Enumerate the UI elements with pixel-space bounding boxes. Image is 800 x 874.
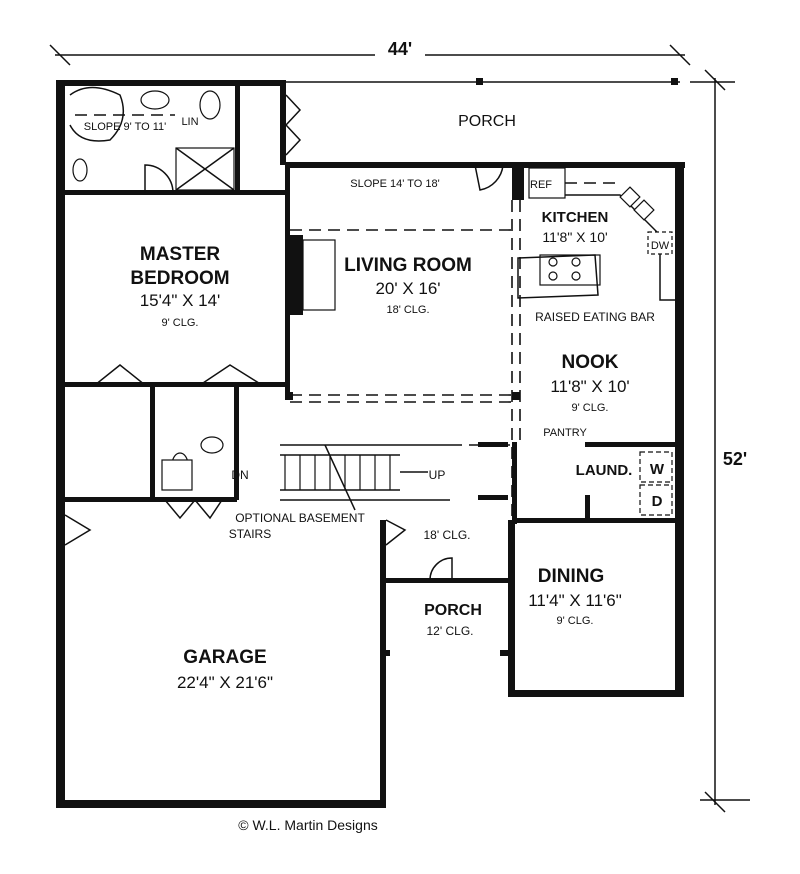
stairs-down-label: DN [231, 468, 248, 482]
basement-note-1: OPTIONAL BASEMENT [235, 511, 365, 525]
washer-label: W [650, 461, 665, 478]
garage-size: 22'4" X 21'6" [177, 673, 273, 692]
width-label: 44' [388, 39, 412, 59]
pantry-label: PANTRY [543, 427, 587, 439]
ref-label: REF [530, 179, 552, 191]
front-porch-name: PORCH [424, 602, 482, 619]
stairs [280, 444, 428, 511]
basement-note-2: STAIRS [229, 527, 271, 541]
sink-icon [140, 90, 170, 110]
sink-icon [200, 436, 224, 454]
dashed-lines [75, 114, 620, 580]
dimension-width: 44' [49, 38, 691, 66]
master-size: 15'4" X 14' [140, 291, 221, 310]
fixtures [69, 86, 675, 516]
living-size: 20' X 16' [375, 279, 440, 298]
stairs-up-label: UP [429, 468, 446, 482]
front-porch-ceiling: 12' CLG. [427, 624, 474, 638]
foyer-ceiling: 18' CLG. [424, 528, 471, 542]
kitchen-size: 11'8" X 10' [542, 229, 607, 245]
garage-name: GARAGE [183, 647, 266, 668]
dryer-label: D [652, 493, 663, 510]
eating-bar-label: RAISED EATING BAR [535, 310, 655, 324]
refrigerator [528, 167, 566, 199]
doors [64, 94, 504, 581]
dining-size: 11'4" X 11'6" [528, 591, 622, 610]
nook-ceiling: 9' CLG. [572, 402, 609, 414]
sink-icon [619, 186, 641, 208]
nook-name: NOOK [562, 352, 619, 373]
living-ceiling: 18' CLG. [386, 304, 429, 316]
master-name-2: BEDROOM [130, 268, 229, 289]
copyright: © W.L. Martin Designs [238, 817, 377, 833]
cooktop-island [539, 254, 601, 286]
toilet-icon [199, 90, 221, 120]
shower [161, 459, 193, 491]
master-name-1: MASTER [140, 244, 221, 265]
tub-icon [69, 86, 125, 142]
nook-size: 11'8" X 10' [550, 377, 629, 396]
kitchen-name: KITCHEN [542, 209, 609, 226]
linen-label: LIN [181, 116, 198, 128]
sink-icon [633, 199, 655, 221]
master-ceiling: 9' CLG. [162, 317, 199, 329]
dishwasher-label: DW [651, 240, 670, 252]
dimension-depth: 52' [690, 69, 750, 813]
living-name: LIVING ROOM [344, 255, 472, 276]
bath-slope-label: SLOPE 9' TO 11' [84, 121, 166, 133]
room-labels: PORCH SLOPE 9' TO 11' LIN SLOPE 14' TO 1… [84, 113, 670, 833]
laundry-name: LAUND. [576, 462, 633, 479]
dining-name: DINING [538, 566, 605, 587]
depth-label: 52' [723, 449, 747, 469]
dining-ceiling: 9' CLG. [557, 615, 594, 627]
rear-porch-label: PORCH [458, 113, 516, 130]
living-slope-label: SLOPE 14' TO 18' [350, 178, 439, 190]
sink-icon [72, 158, 88, 182]
